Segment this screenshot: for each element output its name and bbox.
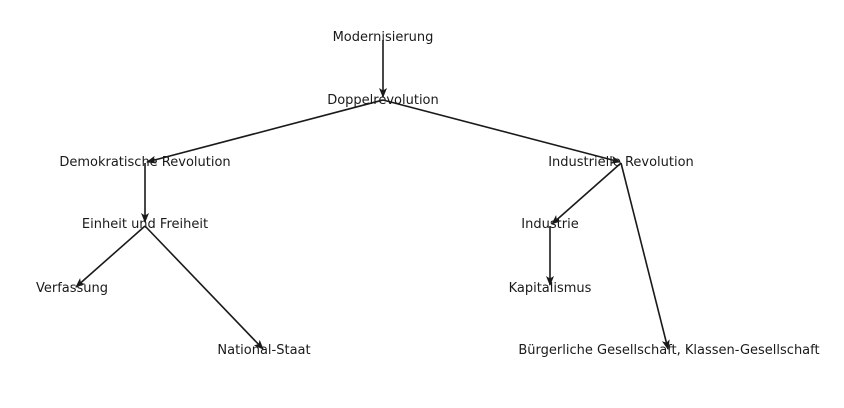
edge-einheit-nationalstaat: [144, 225, 264, 350]
labels-group: Modernisierung Doppelrevolution Demokrat…: [36, 30, 820, 358]
edge-industrielle-industrie: [551, 162, 622, 225]
edge-einheit-verfassung: [75, 225, 146, 288]
node-einheit-und-freiheit: Einheit und Freiheit: [82, 217, 208, 232]
node-demokratische-revolution: Demokratische Revolution: [59, 155, 230, 170]
node-industrielle-revolution: Industrielle Revolution: [548, 155, 694, 170]
node-national-staat: National-Staat: [217, 343, 310, 358]
node-buergerliche-gesellschaft: Bürgerliche Gesellschaft, Klassen-Gesell…: [518, 343, 819, 358]
edge-doppelrevolution-demokratische: [146, 99, 384, 164]
edges-group: [75, 40, 670, 350]
node-industrie: Industrie: [521, 217, 578, 232]
edge-doppelrevolution-industrielle: [382, 99, 621, 164]
node-kapitalismus: Kapitalismus: [509, 281, 592, 296]
node-doppelrevolution: Doppelrevolution: [327, 93, 439, 108]
node-modernisierung: Modernisierung: [333, 30, 434, 45]
node-verfassung: Verfassung: [36, 281, 108, 296]
edge-industrielle-buergerliche: [620, 162, 670, 350]
